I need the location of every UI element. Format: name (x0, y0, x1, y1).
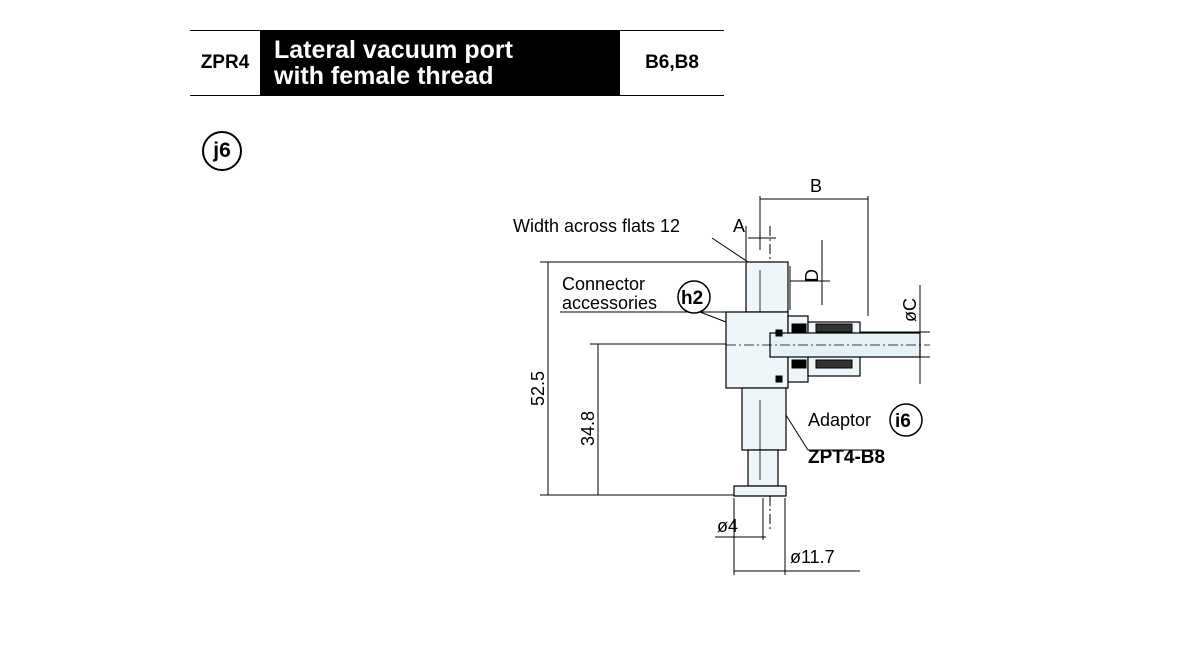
adaptor-badge: i6 (895, 411, 911, 432)
connector-label-line1: Connector (562, 274, 645, 294)
dim-c-label: øC (900, 298, 920, 322)
height-lower-label: 34.8 (578, 411, 598, 446)
product-title-line2: with female thread (274, 62, 494, 90)
adaptor-model: ZPT4-B8 (808, 447, 885, 468)
dia-large-label: ø11.7 (790, 547, 835, 567)
product-title: Lateral vacuum port with female thread (260, 31, 620, 95)
dim-b-label: B (810, 176, 822, 196)
section-badge: j6 (202, 131, 242, 171)
dim-a-label: A (733, 216, 745, 236)
adaptor-label: Adaptor (808, 410, 871, 430)
variant-codes: B6,B8 (645, 52, 699, 73)
product-title-line1: Lateral vacuum port (274, 36, 513, 64)
connector-badge: h2 (681, 288, 703, 309)
dia-small-label: ø4 (717, 516, 738, 536)
model-code: ZPR4 (200, 52, 250, 73)
height-total-label: 52.5 (528, 371, 548, 406)
width-across-flats-label: Width across flats 12 (513, 216, 680, 236)
dim-d-label: D (802, 269, 822, 282)
connector-label-line2: accessories (562, 293, 657, 313)
title-bar: ZPR4 Lateral vacuum port with female thr… (190, 30, 724, 96)
